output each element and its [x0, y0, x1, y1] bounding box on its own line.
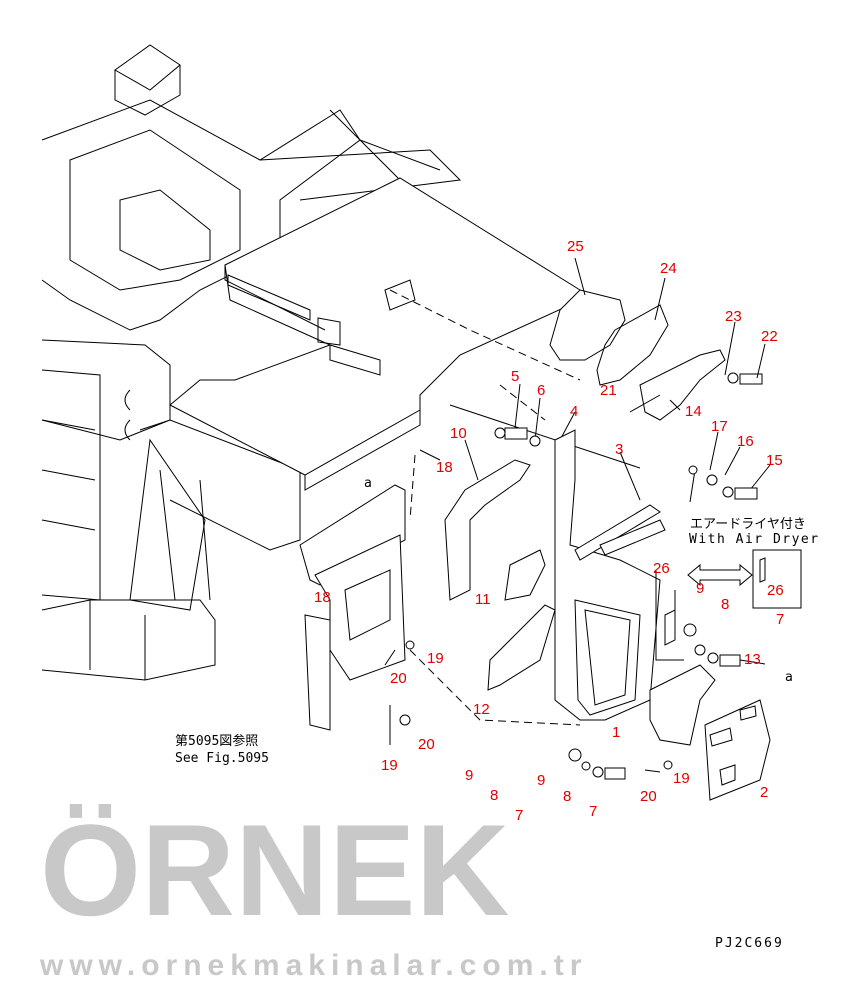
part-11 — [504, 549, 546, 601]
callout-1: 1 — [612, 724, 620, 741]
callout-18: 18 — [436, 459, 453, 476]
machine-frame — [41, 44, 462, 681]
part-14-21 — [639, 349, 726, 421]
part-12 — [487, 604, 556, 691]
callout-19-b: 19 — [381, 757, 398, 774]
callout-26-air: 26 — [767, 582, 784, 599]
callout-18-b: 18 — [314, 589, 331, 606]
callout-25: 25 — [567, 238, 584, 255]
part-2-plate — [704, 699, 771, 801]
callouts: 1 2 3 4 5 6 7 7 7 8 8 8 9 9 9 10 11 12 1… — [314, 238, 784, 824]
callout-8-b: 8 — [721, 596, 729, 613]
detail-box-right — [752, 549, 802, 609]
callout-12: 12 — [473, 701, 490, 718]
bolt-13 — [683, 623, 741, 667]
callout-4: 4 — [570, 403, 578, 420]
air-dryer-label-jp: エアードライヤ付き — [690, 517, 806, 532]
callout-20: 20 — [390, 670, 407, 687]
part-24 — [596, 304, 669, 386]
callout-7-air: 7 — [776, 611, 784, 628]
callout-7: 7 — [589, 803, 597, 820]
callout-9-c: 9 — [465, 767, 473, 784]
callout-19: 19 — [427, 650, 444, 667]
callout-2: 2 — [760, 784, 768, 801]
callout-6: 6 — [537, 382, 545, 399]
bolt-15 — [688, 465, 758, 500]
callout-7-b: 7 — [515, 807, 523, 824]
bolt-22 — [727, 372, 763, 385]
callout-22: 22 — [761, 328, 778, 345]
callout-23: 23 — [725, 308, 742, 325]
reference-a-right: a — [785, 670, 793, 685]
bolt-5 — [494, 427, 541, 447]
callout-15: 15 — [766, 452, 783, 469]
part-18-bracket — [299, 484, 406, 586]
callout-5: 5 — [511, 368, 519, 385]
callout-26: 26 — [653, 560, 670, 577]
see-figure-label-jp: 第5095図参照 — [175, 733, 258, 749]
callout-24: 24 — [660, 260, 677, 277]
drawing-code: PJ2C669 — [715, 936, 784, 951]
tank-cover — [169, 177, 581, 491]
callout-9: 9 — [537, 772, 545, 789]
callout-8: 8 — [563, 788, 571, 805]
air-dryer-label-en: With Air Dryer — [689, 532, 820, 547]
callout-11: 11 — [475, 591, 491, 608]
callout-9-b: 9 — [696, 580, 704, 597]
part-13-cover — [649, 664, 716, 746]
callout-19-c: 19 — [673, 770, 690, 787]
callout-17: 17 — [711, 418, 728, 435]
callout-8-c: 8 — [490, 787, 498, 804]
part-3-strip — [574, 504, 661, 561]
part-10 — [444, 459, 531, 601]
double-arrow — [687, 563, 753, 587]
callout-21: 21 — [600, 382, 617, 399]
callout-10: 10 — [450, 425, 467, 442]
callout-3: 3 — [615, 441, 623, 458]
bolt-7 — [568, 748, 626, 780]
part-18-panel — [314, 534, 406, 681]
callout-16: 16 — [737, 433, 754, 450]
leader-lines — [327, 257, 771, 726]
callout-13: 13 — [744, 651, 761, 668]
callout-20-b: 20 — [418, 736, 435, 753]
detail-box-left — [655, 570, 684, 661]
part-1-panel — [554, 429, 661, 721]
callout-20-c: 20 — [640, 788, 657, 805]
callout-14: 14 — [685, 403, 702, 420]
watermark-brand: ÖRNEK — [40, 797, 509, 943]
reference-a-left: a — [364, 476, 372, 491]
watermark-url: www.ornekmakinalar.com.tr — [39, 949, 587, 982]
see-figure-label-en: See Fig.5095 — [175, 751, 269, 766]
